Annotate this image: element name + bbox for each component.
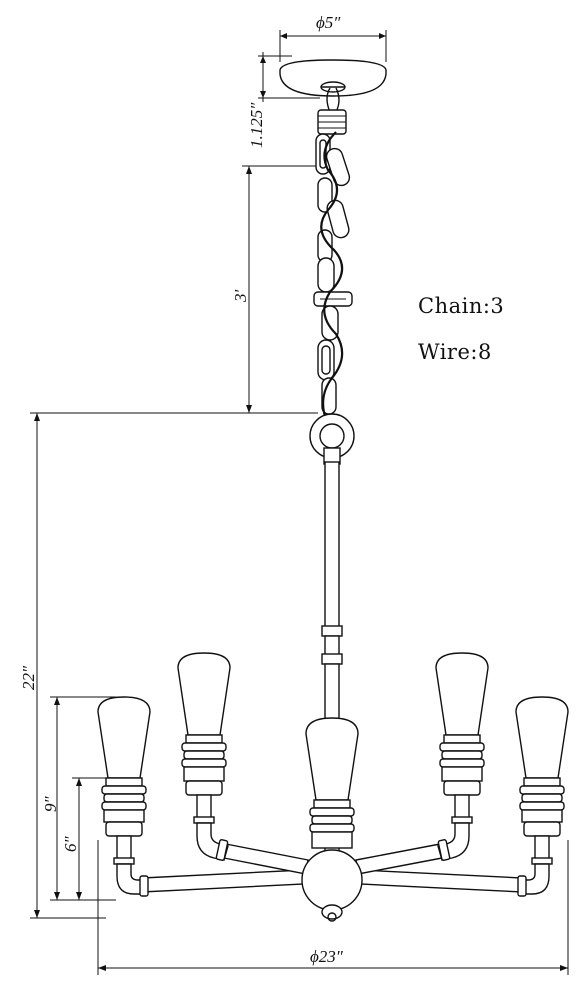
chain-length-label: 3'	[231, 290, 250, 304]
canopy-height-label: 1.125″	[247, 102, 266, 148]
canopy	[279, 59, 387, 97]
overall-diameter-dim	[97, 840, 569, 975]
power-cord	[320, 131, 344, 421]
lamp-center	[305, 717, 359, 849]
lamp-far-left	[97, 696, 151, 897]
overall-diameter-label: ϕ23″	[310, 947, 344, 966]
chain	[313, 133, 353, 415]
fixture-height-dim	[30, 412, 318, 919]
chain-note: Chain:3	[418, 294, 505, 318]
lamp-inner-left	[177, 652, 231, 861]
socket-height-label: 6″	[61, 836, 80, 853]
canopy-height-dim	[258, 52, 320, 102]
chain-length-dim	[242, 165, 322, 414]
lamp-inner-right	[435, 652, 489, 861]
center-ball	[301, 849, 363, 922]
canopy-diameter-dim	[279, 30, 387, 62]
wire-note: Wire:8	[418, 340, 492, 364]
lamp-far-right	[515, 696, 569, 897]
canopy-diameter-label: ϕ5″	[316, 13, 341, 32]
bulb-height-dim	[50, 696, 116, 901]
top-hook	[317, 109, 347, 135]
fixture-height-label: 22″	[19, 665, 38, 690]
bulb-height-label: 9″	[41, 796, 60, 813]
